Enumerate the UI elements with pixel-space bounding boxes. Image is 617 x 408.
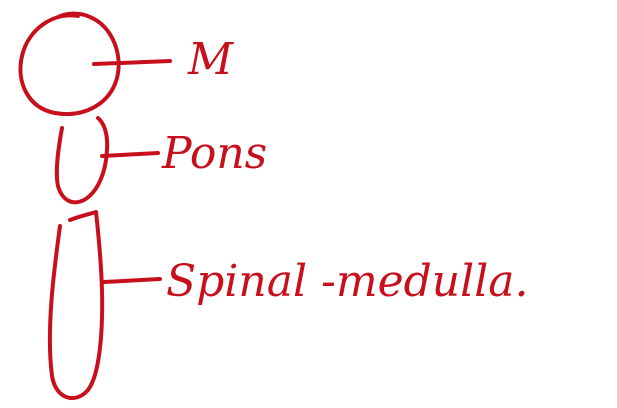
- part-middle: Pons: [57, 118, 267, 202]
- label-middle: Pons: [161, 128, 267, 179]
- part-bottom: Spinal -medulla.: [50, 212, 529, 398]
- label-top: M: [187, 34, 234, 85]
- u-shape: [57, 118, 107, 202]
- part-top: M: [20, 14, 234, 114]
- label-bottom: Spinal -medulla.: [166, 256, 529, 307]
- tall-u-shape: [50, 212, 102, 398]
- connector-line-middle: [102, 153, 158, 156]
- connector-line-top: [94, 61, 170, 64]
- connector-line-bottom: [104, 279, 160, 282]
